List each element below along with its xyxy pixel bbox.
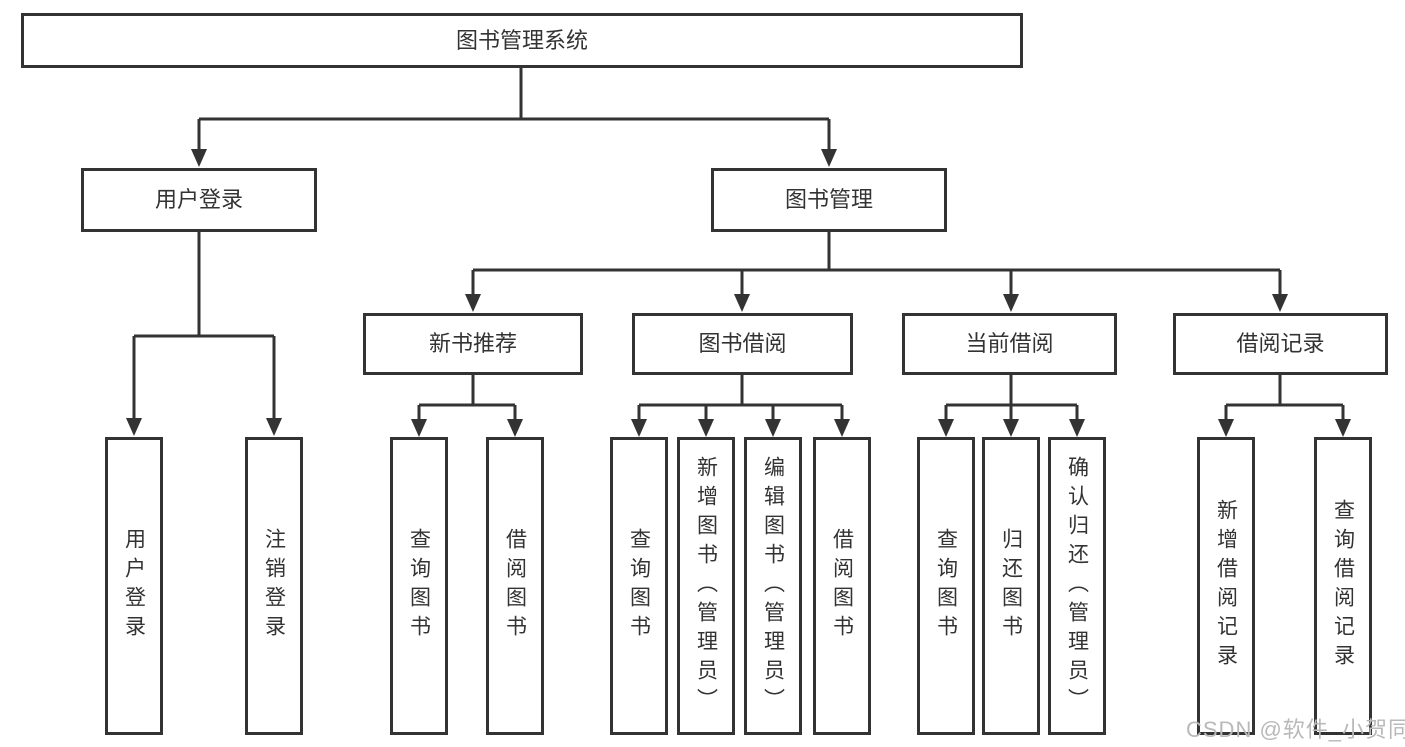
leaf-confirm-return-admin: 确认归还（管理员）	[1048, 437, 1106, 735]
node-book-borrow: 图书借阅	[632, 313, 853, 375]
arrowhead-down	[507, 419, 523, 437]
connector-root-to-level2	[191, 66, 837, 167]
leaf-logout: 注销登录	[245, 437, 303, 735]
leaf-borrow-books: 借阅图书	[813, 437, 871, 735]
leaf-add-books-admin: 新增图书（管理员）	[677, 437, 735, 735]
arrowhead-down	[938, 419, 954, 437]
leaf-user-login: 用户登录	[105, 437, 163, 735]
node-user-login: 用户登录	[81, 168, 317, 232]
arrowhead-down	[411, 419, 427, 437]
leaf-add-borrow-record: 新增借阅记录	[1197, 437, 1255, 735]
leaf-query-borrow-record: 查询借阅记录	[1314, 437, 1372, 735]
arrowhead-down	[821, 149, 837, 167]
node-book-management: 图书管理	[711, 168, 947, 232]
arrowhead-down	[465, 294, 481, 312]
arrowhead-down	[1272, 294, 1288, 312]
connector-currentborrow-to-leaves	[938, 375, 1085, 437]
node-current-borrow: 当前借阅	[902, 313, 1117, 375]
arrowhead-down	[698, 419, 714, 437]
leaf-borrow-books-recommend: 借阅图书	[486, 437, 544, 735]
leaf-return-books: 归还图书	[982, 437, 1040, 735]
leaf-query-books-current: 查询图书	[917, 437, 975, 735]
arrowhead-down	[1218, 419, 1234, 437]
arrowhead-down	[765, 419, 781, 437]
arrowhead-down	[1003, 419, 1019, 437]
arrowhead-down	[734, 294, 750, 312]
arrowhead-down	[834, 419, 850, 437]
node-new-book-recommend: 新书推荐	[363, 313, 583, 375]
node-root-library-system: 图书管理系统	[21, 13, 1023, 68]
leaf-query-books-recommend: 查询图书	[390, 437, 448, 735]
csdn-watermark: CSDN @软件_小贺同学	[1186, 717, 1405, 742]
arrowhead-down	[266, 418, 282, 436]
arrowhead-down	[191, 149, 207, 167]
arrowhead-down	[631, 419, 647, 437]
connector-borrowrecords-to-leaves	[1218, 375, 1351, 437]
arrowhead-down	[1003, 294, 1019, 312]
connector-userlogin-to-leaves	[126, 232, 282, 436]
arrowhead-down	[1069, 419, 1085, 437]
leaf-edit-books-admin: 编辑图书（管理员）	[744, 437, 802, 735]
arrowhead-down	[126, 418, 142, 436]
connector-newbooks-to-leaves	[411, 375, 523, 437]
connector-bookmgmt-to-level3	[465, 232, 1288, 312]
node-borrow-records: 借阅记录	[1173, 313, 1388, 375]
connector-bookborrow-to-leaves	[631, 375, 850, 437]
leaf-query-books-borrow: 查询图书	[610, 437, 668, 735]
arrowhead-down	[1335, 419, 1351, 437]
